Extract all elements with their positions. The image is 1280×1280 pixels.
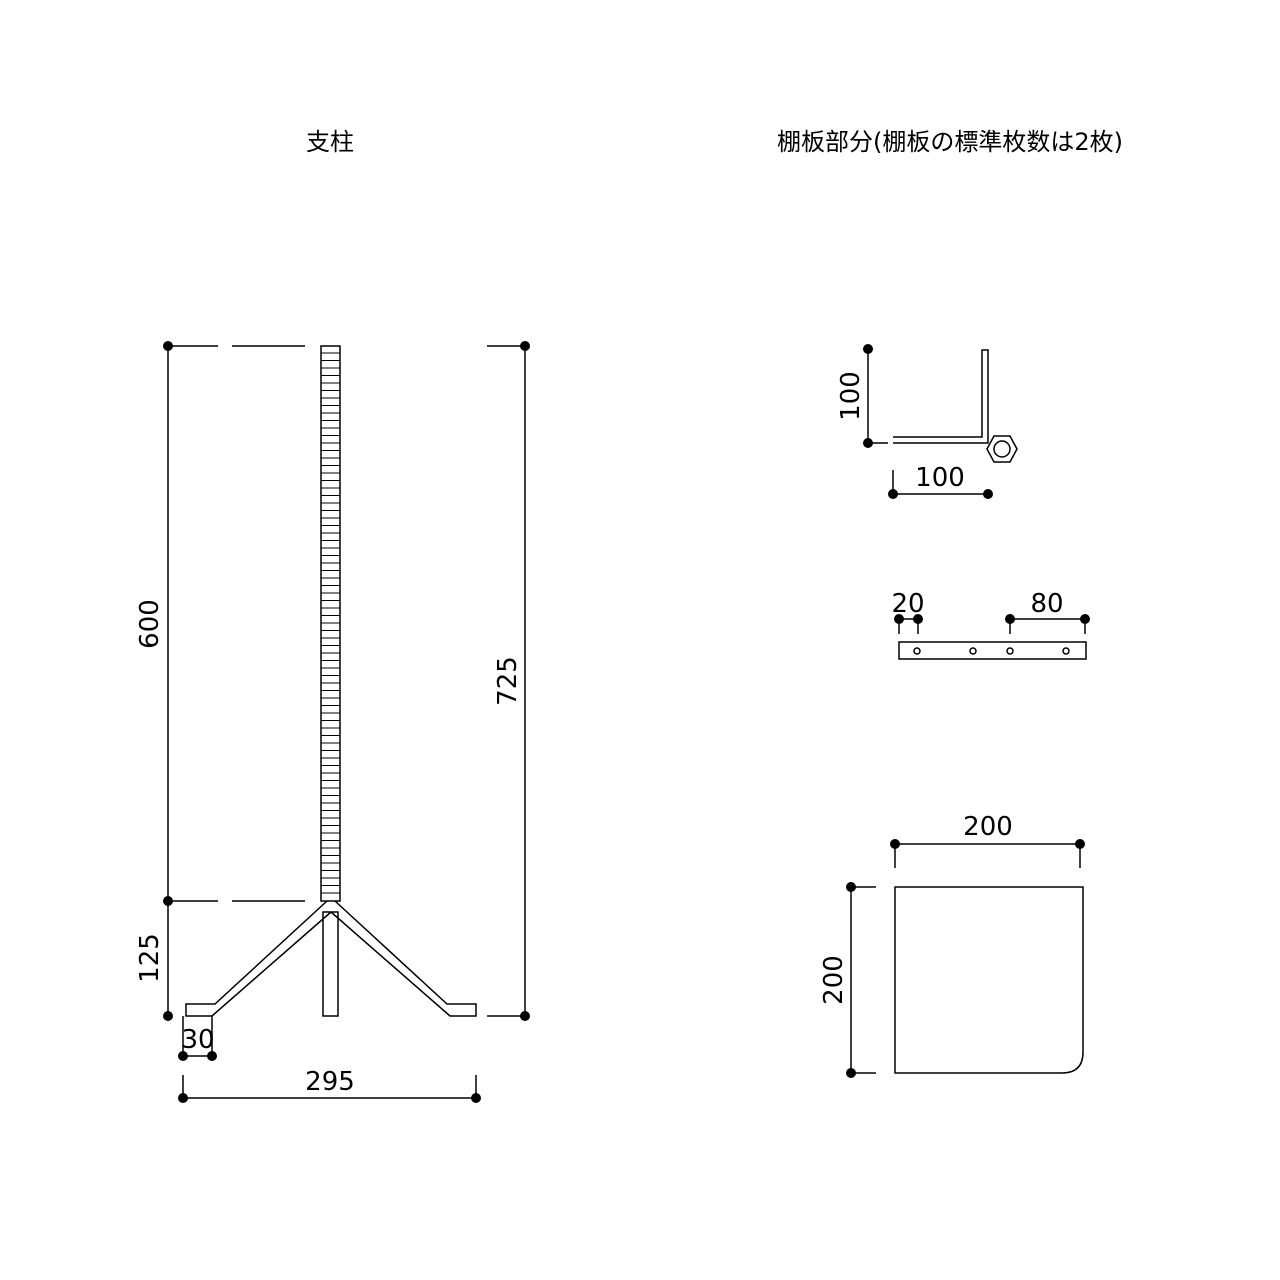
rail-strip: [898, 641, 1087, 660]
dim-dot: [913, 614, 923, 624]
dim-dot: [163, 896, 173, 906]
dim-dot: [1075, 839, 1085, 849]
dim-label-295: 295: [305, 1067, 355, 1097]
pillar-leg-center: [322, 911, 339, 1017]
pillar-dimensions: [167, 345, 526, 1099]
dim-label-30: 30: [181, 1025, 214, 1055]
dim-dot: [894, 614, 904, 624]
dim-dot: [207, 1051, 217, 1061]
dim-dot: [983, 489, 993, 499]
dim-label-125: 125: [135, 933, 165, 983]
dim-dot: [1005, 614, 1015, 624]
dim-dot: [888, 489, 898, 499]
dim-dot: [163, 341, 173, 351]
shelf-board: [894, 886, 1084, 1074]
dim-dot: [1080, 614, 1090, 624]
bracket-dimension-dots: [863, 344, 993, 499]
rail-dimension-dots: [894, 614, 1090, 624]
pillar-title: 支柱: [306, 128, 354, 156]
dim-dot: [520, 341, 530, 351]
dim-dot: [863, 344, 873, 354]
dim-label-80: 80: [1030, 589, 1063, 619]
dim-label-725: 725: [493, 656, 523, 706]
dim-dot: [846, 1068, 856, 1078]
bolt-hole-icon: [993, 440, 1011, 458]
dim-label-bracket-width: 100: [915, 463, 965, 493]
pillar-slots: [321, 352, 340, 894]
bracket-angle: [893, 349, 989, 444]
dim-dot: [178, 1093, 188, 1103]
rail-hole: [969, 647, 977, 655]
bolt-hex-icon: [986, 435, 1018, 463]
rail-drawing: [898, 618, 1087, 660]
dim-label-600: 600: [135, 599, 165, 649]
dim-label-bracket-height: 100: [836, 371, 866, 421]
rail-hole: [1062, 647, 1070, 655]
pillar-leg-left: [185, 900, 332, 1017]
dim-label-20: 20: [891, 589, 924, 619]
shelf-dimension-dots: [846, 839, 1085, 1078]
dim-dot: [520, 1011, 530, 1021]
pillar-leg-right: [330, 900, 477, 1017]
dim-dot: [863, 438, 873, 448]
dim-dot: [846, 882, 856, 892]
pillar-dimension-dots: [163, 341, 530, 1103]
dim-dot: [471, 1093, 481, 1103]
rail-hole: [1006, 647, 1014, 655]
pillar-drawing: [185, 345, 477, 1017]
rail-hole: [913, 647, 921, 655]
dim-label-shelf-width: 200: [963, 812, 1013, 842]
shelf-section-title: 棚板部分(棚板の標準枚数は2枚): [777, 128, 1123, 156]
shelf-drawing: [850, 843, 1084, 1074]
dim-dot: [178, 1051, 188, 1061]
dim-dot: [163, 1011, 173, 1021]
bracket-drawing: [867, 349, 1018, 495]
dim-label-shelf-depth: 200: [819, 955, 849, 1005]
dim-dot: [890, 839, 900, 849]
